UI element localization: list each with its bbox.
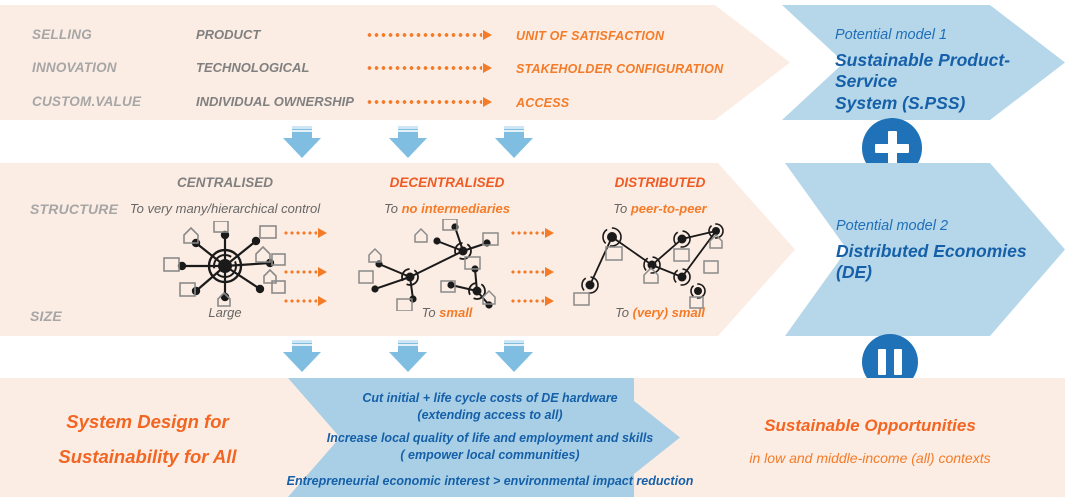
down-arrow-icon-1c: [495, 126, 533, 158]
centralised-network-icon: [160, 220, 290, 316]
column-2-size-prefix: To: [615, 305, 633, 320]
column-0-structure-text: To very many/hierarchical control: [110, 201, 340, 216]
top-row-1-category: INNOVATION: [32, 60, 117, 75]
bottom-right-title: Sustainable Opportunities: [764, 416, 976, 435]
column-0-title: CENTRALISED: [176, 175, 273, 190]
model-2-title: Distributed Economies (DE): [836, 241, 1061, 284]
bottom-bullet-0-line1: Cut initial + life cycle costs of DE har…: [362, 391, 618, 405]
down-arrow-icon-2b: [389, 340, 427, 372]
bottom-left-title-line2: Sustainability for All: [58, 446, 237, 468]
bottom-left-title: System Design for Sustainability for All: [20, 404, 275, 474]
band-bottom: System Design for Sustainability for All…: [0, 378, 1065, 497]
column-2-title: DISTRIBUTED: [614, 175, 706, 190]
column-1-size-prefix: To: [421, 305, 440, 320]
model-1-title: Sustainable Product-Service System (S.PS…: [835, 50, 1065, 114]
top-row-1-dotted-arrow-icon: [366, 62, 492, 73]
column-1-structure-highlight: no intermediaries: [401, 201, 510, 216]
column-2-structure-text: To peer-to-peer: [565, 201, 755, 216]
top-row-0-dotted-arrow-icon: [366, 29, 492, 40]
band-top: SELLING PRODUCT UNIT OF SATISFACTION INN…: [0, 5, 1065, 120]
mid-dotted-arrow-a1: [283, 227, 327, 238]
model-1-title-line2: System (S.PSS): [835, 92, 966, 113]
bottom-bullet-0-line2: (extending access to all): [417, 407, 563, 422]
row-label-structure: STRUCTURE: [30, 201, 119, 217]
bottom-bullet-1-line2: ( empower local communities): [400, 447, 580, 462]
column-0-size-text: Large: [110, 305, 340, 320]
bottom-bullet-0: Cut initial + life cycle costs of DE har…: [300, 390, 680, 424]
model-2-title-line2: (DE): [836, 262, 872, 283]
down-arrow-icon-1a: [283, 126, 321, 158]
bottom-right-subtitle: in low and middle-income (all) contexts: [749, 450, 991, 466]
column-1-size-text: To small: [352, 305, 542, 320]
column-1-structure-prefix: To: [384, 201, 402, 216]
bottom-bullet-2: Entrepreneurial economic interest > envi…: [275, 473, 705, 490]
bottom-bullet-1-line1: Increase local quality of life and emplo…: [326, 431, 654, 445]
model-2-pretitle: Potential model 2: [836, 218, 949, 234]
column-0-structure-prefix: To very many/hierarchical control: [129, 201, 321, 216]
decentralised-network-icon: [355, 218, 515, 316]
band-middle: STRUCTURE SIZE CENTRALISED To very many/…: [0, 163, 1065, 336]
down-arrow-icon-2c: [495, 340, 533, 372]
column-2-size-text: To (very) small: [565, 305, 755, 320]
bottom-bullet-2-line1: Entrepreneurial economic interest > envi…: [286, 474, 694, 488]
column-2-size-highlight: (very) small: [632, 305, 705, 320]
model-1-title-line1: Sustainable Product-Service: [835, 50, 1011, 92]
top-row-2-to: ACCESS: [516, 96, 570, 110]
mid-dotted-arrow-a3: [283, 295, 327, 306]
mid-dotted-arrow-b2: [510, 266, 554, 277]
mid-dotted-arrow-b1: [510, 227, 554, 238]
bottom-left-title-line1: System Design for: [66, 411, 229, 432]
model-2-title-line1: Distributed Economies: [836, 241, 1027, 261]
top-row-0-category: SELLING: [32, 27, 92, 42]
column-1-title: DECENTRALISED: [389, 175, 505, 190]
down-arrow-icon-1b: [389, 126, 427, 158]
top-row-2-from: INDIVIDUAL OWNERSHIP: [196, 94, 354, 109]
top-row-2-category: CUSTOM.VALUE: [32, 94, 142, 109]
top-row-2-dotted-arrow-icon: [366, 96, 492, 107]
band-bottom-blue-chevron: [288, 378, 634, 497]
row-label-size: SIZE: [30, 308, 62, 324]
column-0-size-prefix: Large: [208, 305, 242, 320]
top-row-1-to: STAKEHOLDER CONFIGURATION: [516, 62, 724, 76]
column-2-structure-prefix: To: [613, 201, 631, 216]
model-1-pretitle: Potential model 1: [835, 27, 948, 43]
down-arrow-icon-2a: [283, 340, 321, 372]
column-2-structure-highlight: peer-to-peer: [630, 201, 707, 216]
mid-dotted-arrow-a2: [283, 266, 327, 277]
top-row-0-from: PRODUCT: [196, 27, 261, 42]
top-row-0-to: UNIT OF SATISFACTION: [516, 29, 665, 43]
distributed-network-icon: [570, 219, 730, 316]
bottom-bullet-1: Increase local quality of life and emplo…: [285, 430, 695, 464]
column-1-size-highlight: small: [439, 305, 473, 320]
column-1-structure-text: To no intermediaries: [352, 201, 542, 216]
mid-dotted-arrow-b3: [510, 295, 554, 306]
top-row-1-from: TECHNOLOGICAL: [196, 60, 310, 75]
